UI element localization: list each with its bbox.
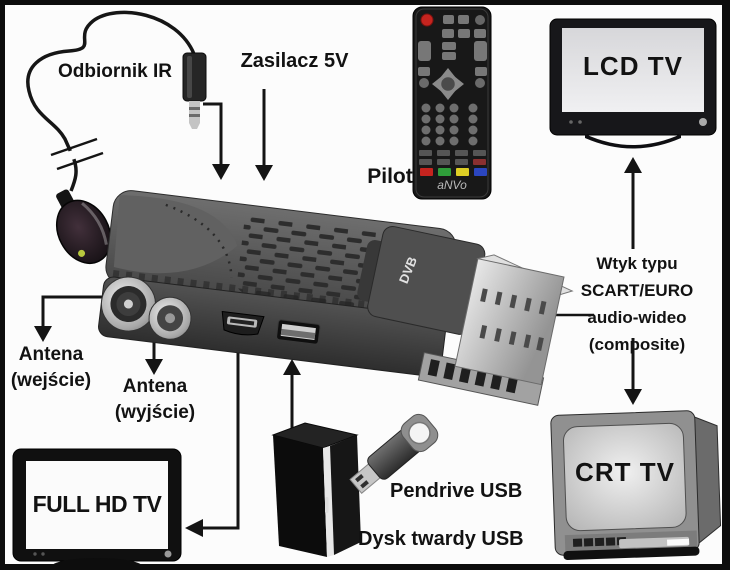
arrow-scart-to-lcd — [624, 157, 642, 249]
remote-power-button-icon — [420, 13, 434, 27]
lcd-tv-illustration — [549, 18, 717, 149]
crt-tv-screen-text: CRT TV — [575, 457, 675, 487]
antenna-out-label-line1: Antena — [122, 376, 188, 397]
scart-label: Wtyk typu SCART/EURO audio-wideo (compos… — [543, 250, 722, 358]
antenna-out-label: Antena (wyjście) — [108, 374, 202, 426]
scart-plug-illustration: DVB — [357, 225, 574, 406]
antenna-in-connector-icon — [100, 276, 156, 332]
jack-plug-icon — [182, 52, 207, 129]
diagram-artwork: DVB — [12, 6, 722, 564]
cable-break-gap — [47, 140, 103, 168]
ir-cable — [26, 10, 196, 192]
remote-control-illustration: aNVo — [412, 6, 492, 200]
full-hd-tv-screen-text: FULL HD TV — [32, 491, 162, 517]
ir-receiver-label: Odbiornik IR — [58, 61, 172, 82]
arrow-hdmi-to-fullhd-tv — [185, 345, 240, 537]
remote-brand-logo: aNVo — [437, 178, 467, 192]
ir-eye-illustration — [55, 189, 112, 264]
full-hd-tv-illustration — [12, 448, 182, 564]
pendrive-illustration — [349, 413, 439, 494]
remote-number-pad — [421, 103, 478, 146]
arrow-hdd-to-usb — [283, 359, 301, 435]
remote-dpad-icon — [432, 68, 464, 100]
hdd-led-icon — [325, 497, 329, 513]
hdd-illustration — [271, 422, 361, 557]
usb-port-icon — [276, 319, 321, 345]
antenna-out-label-line2: (wyjście) — [114, 402, 196, 423]
scart-label-line1: Wtyk typu SCART/EURO — [580, 254, 694, 300]
ir-led-icon — [78, 249, 86, 257]
scart-label-line2: audio-wideo — [587, 308, 687, 327]
arrow-antenna-in — [34, 295, 102, 342]
lcd-tv-screen-text: LCD TV — [583, 51, 683, 81]
antenna-out-connector-icon — [148, 296, 192, 340]
hdmi-port-icon — [221, 310, 265, 336]
antenna-in-label: Antena (wejście) — [5, 342, 97, 394]
arrow-scart-to-crt — [624, 338, 642, 405]
arrow-jack-to-receiver — [203, 102, 230, 180]
crt-tv-illustration — [550, 410, 722, 561]
pendrive-label: Pendrive USB — [390, 480, 523, 502]
scart-pins — [479, 288, 547, 351]
lcd-power-led-icon — [699, 118, 707, 126]
fullhd-power-led-icon — [164, 550, 172, 558]
remote-color-buttons — [420, 168, 487, 176]
hard-drive-label: Dysk twardy USB — [358, 528, 524, 550]
power-supply-label: Zasilacz 5V — [240, 50, 349, 72]
scart-label-line3: (composite) — [588, 335, 686, 354]
antenna-in-label-line1: Antena — [18, 344, 84, 365]
cable-break-icon — [50, 137, 104, 171]
arrow-power-to-receiver — [255, 89, 273, 181]
antenna-in-label-line2: (wejście) — [10, 370, 92, 391]
remote-label: Pilot — [367, 165, 413, 188]
